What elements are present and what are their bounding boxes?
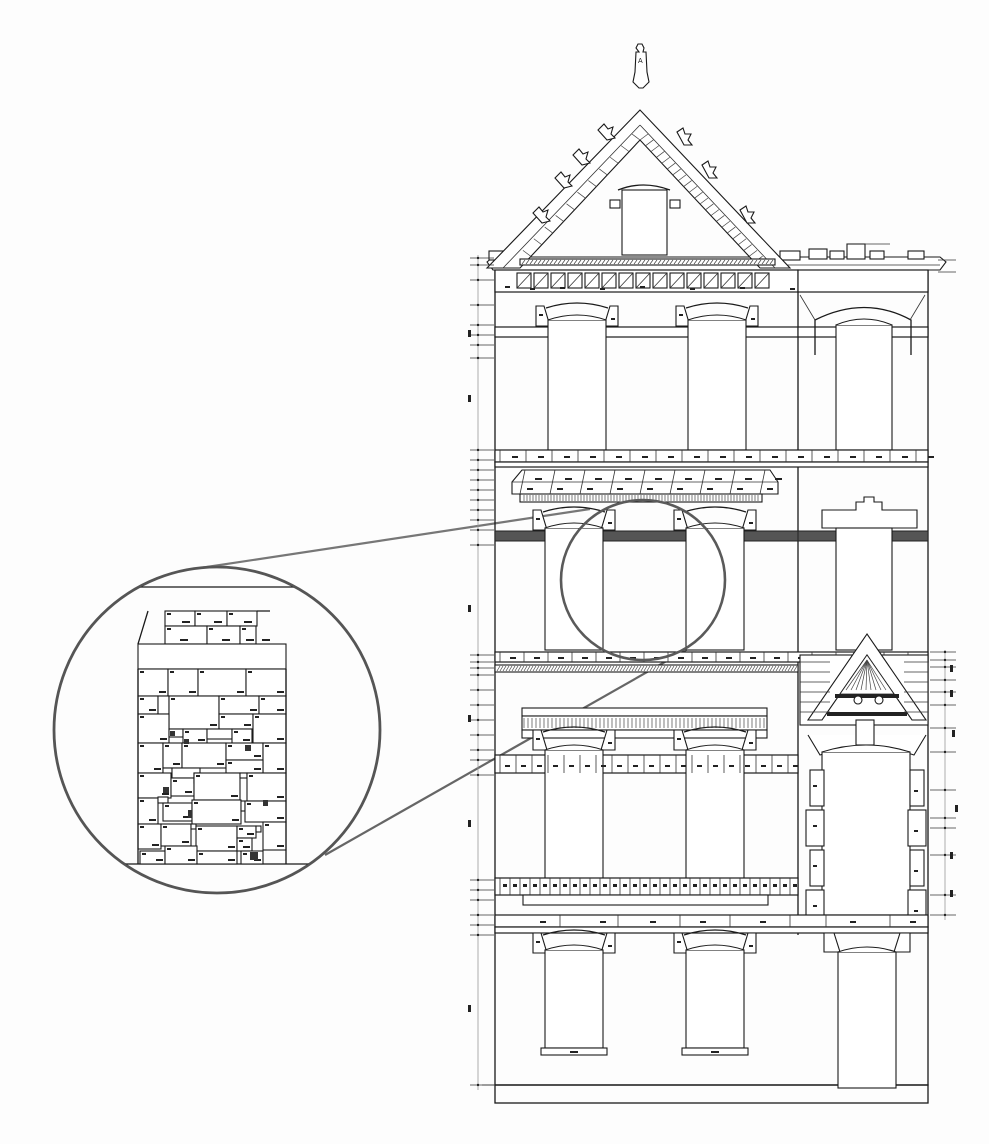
callout-leader-lines [199,507,701,856]
middle-band [494,651,929,673]
dormer-gable [799,633,929,927]
upper-window-row [494,496,929,651]
crocket-icons [532,123,757,224]
finial-label: A [638,58,643,65]
middle-window-row [494,707,799,906]
focus-circle [559,498,727,662]
finial-icon [632,43,650,89]
upper-band [494,449,934,503]
main-stepped-gable: A [485,43,792,269]
magnifier-detail [52,565,382,895]
dimension-marks-right [930,259,958,920]
dimension-marks-left [468,255,494,1090]
ground-floor [494,914,929,1089]
top-cornice [486,243,947,293]
attic-window-row [494,294,929,451]
